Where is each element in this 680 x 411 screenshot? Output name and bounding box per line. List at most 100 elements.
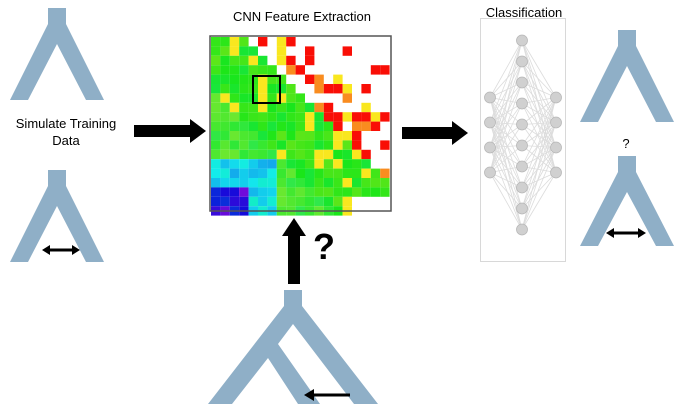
heatmap-cell <box>267 149 277 160</box>
heatmap-cell <box>295 65 305 75</box>
heatmap-cell <box>305 121 315 131</box>
heatmap-cell <box>286 196 296 207</box>
heatmap-cell <box>220 168 230 178</box>
nn-node <box>484 91 496 104</box>
heatmap-cell <box>211 102 221 113</box>
heatmap-cell <box>342 140 352 150</box>
heatmap-cell <box>239 121 249 131</box>
heatmap-cell <box>295 121 305 131</box>
heatmap-cell <box>286 140 296 150</box>
heatmap-cell <box>267 112 277 122</box>
heatmap-cell <box>229 131 240 141</box>
heatmap-cell <box>258 74 268 84</box>
heatmap-cell <box>305 168 315 178</box>
heatmap-cell <box>314 74 324 84</box>
heatmap-cell <box>248 196 258 207</box>
convolution-filter-box <box>252 75 281 104</box>
heatmap-cell <box>286 168 296 178</box>
heatmap-cell <box>380 65 390 75</box>
heatmap-cell <box>352 159 362 169</box>
heatmap-cell <box>305 74 315 84</box>
heatmap-cell <box>248 131 258 141</box>
heatmap-cell <box>267 187 277 197</box>
heatmap-cell <box>286 37 296 47</box>
heatmap-cell <box>258 121 268 131</box>
heatmap-cell <box>361 102 371 113</box>
heatmap-cell <box>305 102 315 113</box>
heatmap-cell <box>220 84 230 94</box>
heatmap-cell <box>258 178 268 188</box>
heatmap-cell <box>248 178 258 188</box>
nn-edge <box>521 97 557 167</box>
nn-edge <box>489 124 523 148</box>
heatmap-cell <box>286 65 296 75</box>
heatmap-cell <box>258 149 268 160</box>
heatmap-cell <box>352 140 362 150</box>
heatmap-cell <box>314 112 324 122</box>
heatmap-cell <box>267 159 277 169</box>
heatmap-cell <box>211 168 221 178</box>
heatmap-cell <box>239 140 249 150</box>
nn-edge <box>489 172 523 209</box>
nn-edge <box>521 147 557 209</box>
heatmap-cell <box>220 102 230 113</box>
heatmap-cell <box>352 178 362 188</box>
heatmap-cell <box>361 121 371 131</box>
heatmap-cell <box>229 74 240 84</box>
heatmap-cell <box>333 121 343 131</box>
heatmap-cell <box>370 168 381 178</box>
heatmap-cell <box>229 55 240 66</box>
nn-edge <box>521 122 557 209</box>
nn-edge <box>489 82 523 148</box>
heatmap-cell <box>276 168 287 178</box>
nn-node <box>516 139 528 152</box>
heatmap-cell <box>258 84 268 94</box>
tree-simple-icon <box>10 8 104 100</box>
heatmap-cell <box>370 121 381 131</box>
heatmap-cell <box>352 131 362 141</box>
heatmap-cell <box>211 178 221 188</box>
heatmap-cell <box>239 102 249 113</box>
nn-edge <box>489 82 523 173</box>
heatmap-cell <box>361 159 371 169</box>
simulate-label: Simulate Training Data <box>15 116 117 148</box>
nn-node <box>484 166 496 179</box>
heatmap-cell <box>229 112 240 122</box>
heatmap-cell <box>295 102 305 113</box>
nn-edge <box>489 61 523 148</box>
heatmap-cell <box>248 187 258 197</box>
heatmap-cell <box>267 102 277 113</box>
heatmap-cell <box>258 159 268 169</box>
heatmap-cell <box>276 46 287 56</box>
heatmap-cell <box>314 159 324 169</box>
heatmap-cell <box>361 168 371 178</box>
heatmap-cell <box>220 159 230 169</box>
heatmap-cell <box>220 149 230 160</box>
heatmap-cell <box>276 178 287 188</box>
arrow-to-cnn-icon <box>134 119 206 143</box>
heatmap-cell <box>295 168 305 178</box>
heatmap-cell <box>352 121 362 131</box>
heatmap-cell <box>248 112 258 122</box>
heatmap-cell <box>314 84 324 94</box>
heatmap-cell <box>248 168 258 178</box>
heatmap-cell <box>295 149 305 160</box>
heatmap-cell <box>211 112 221 122</box>
heatmap-cell <box>295 187 305 197</box>
heatmap-cell <box>220 65 230 75</box>
nn-edge <box>489 40 523 148</box>
nn-edge <box>521 124 557 173</box>
nn-edge <box>521 97 557 125</box>
heatmap-cell <box>229 149 240 160</box>
heatmap-cell <box>333 131 343 141</box>
heatmap-cell <box>314 102 324 113</box>
heatmap-cell <box>286 84 296 94</box>
heatmap-cell <box>267 84 277 94</box>
heatmap-cell <box>361 187 371 197</box>
heatmap-cell <box>333 112 343 122</box>
heatmap-cell <box>323 84 334 94</box>
heatmap-cell <box>314 168 324 178</box>
heatmap-cell <box>305 196 315 207</box>
arrow-up-icon <box>282 218 306 284</box>
